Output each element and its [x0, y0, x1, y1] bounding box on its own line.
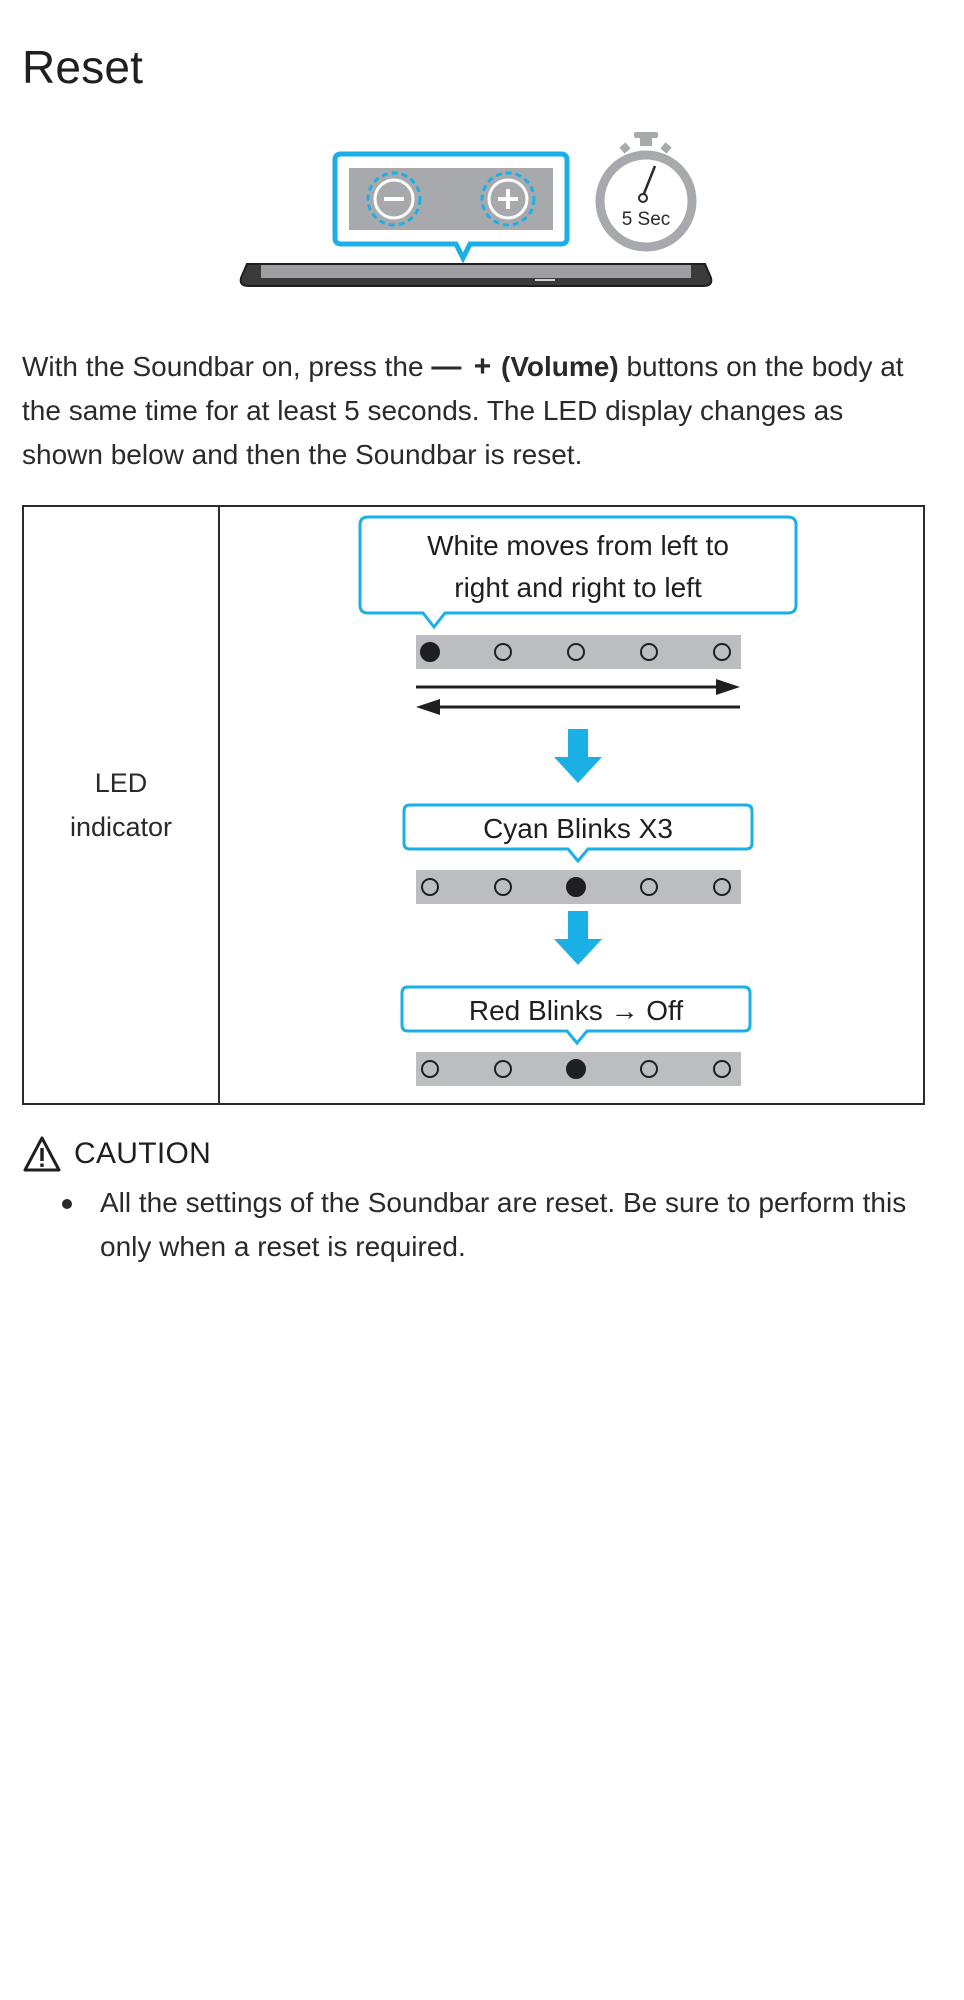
- intro-text-after: buttons on the body at the same time for…: [22, 351, 904, 470]
- step1-caption-box: [358, 515, 798, 630]
- volume-label: (Volume): [501, 351, 619, 382]
- led-label-cell: LED indicator: [24, 507, 220, 1103]
- led-sequence-diagram: White moves from left to right and right…: [358, 515, 798, 1086]
- warning-triangle-icon: [23, 1136, 61, 1172]
- step2-led-bar: [416, 870, 741, 904]
- led-dot-off: [713, 878, 731, 896]
- led-dot-lit: [566, 877, 586, 897]
- caution-list: All the settings of the Soundbar are res…: [22, 1181, 927, 1269]
- plus-icon: [480, 171, 536, 227]
- led-dot-off: [567, 643, 585, 661]
- step2-caption: Cyan Blinks X3: [483, 813, 673, 844]
- down-arrow-1: [554, 729, 602, 783]
- led-indicator-table: LED indicator White moves from left to r…: [22, 505, 925, 1105]
- intro-text-before: With the Soundbar on, press the: [22, 351, 432, 382]
- button-panel: [349, 168, 553, 230]
- led-dot-off: [640, 878, 658, 896]
- step2-caption-box: [402, 803, 754, 864]
- caution-item: All the settings of the Soundbar are res…: [22, 1181, 920, 1269]
- step3-caption-box: [400, 985, 752, 1046]
- step1-caption-line2: right and right to left: [454, 572, 702, 603]
- page-title: Reset: [22, 41, 144, 93]
- led-dot-off: [494, 1060, 512, 1078]
- led-diagram-cell: White moves from left to right and right…: [220, 507, 923, 1103]
- led-indicator-label: LED indicator: [69, 768, 173, 842]
- caution-section: CAUTION All the settings of the Soundbar…: [22, 1135, 927, 1262]
- left-right-arrows: [416, 679, 740, 715]
- led-dot-off: [640, 1060, 658, 1078]
- soundbar-svg: 5 Sec: [239, 132, 713, 287]
- intro-paragraph: With the Soundbar on, press the — + (Vol…: [22, 345, 927, 477]
- soundbar-body: [239, 263, 713, 287]
- led-dot-off: [421, 1060, 439, 1078]
- led-dot-off: [421, 878, 439, 896]
- volume-button-glyphs: — +: [431, 350, 494, 383]
- led-dot-lit: [566, 1059, 586, 1079]
- down-arrow-2: [554, 911, 602, 965]
- stopwatch-icon: 5 Sec: [595, 132, 697, 252]
- led-dot-off: [713, 643, 731, 661]
- led-dot-off: [713, 1060, 731, 1078]
- caution-title: CAUTION: [74, 1137, 212, 1170]
- led-dot-off: [494, 643, 512, 661]
- timer-label: 5 Sec: [622, 209, 671, 230]
- led-bar-background: [416, 635, 741, 669]
- step1-led-bar: [416, 635, 741, 669]
- minus-icon: [366, 171, 422, 227]
- soundbar-illustration: 5 Sec: [225, 128, 725, 298]
- led-dot-off: [494, 878, 512, 896]
- step3-led-bar: [416, 1052, 741, 1086]
- caution-header: CAUTION: [22, 1135, 927, 1173]
- step1-caption-line1: White moves from left to: [427, 530, 729, 561]
- step3-caption: Red Blinks → Off: [469, 995, 683, 1026]
- led-dot-off: [640, 643, 658, 661]
- led-dot-lit: [420, 642, 440, 662]
